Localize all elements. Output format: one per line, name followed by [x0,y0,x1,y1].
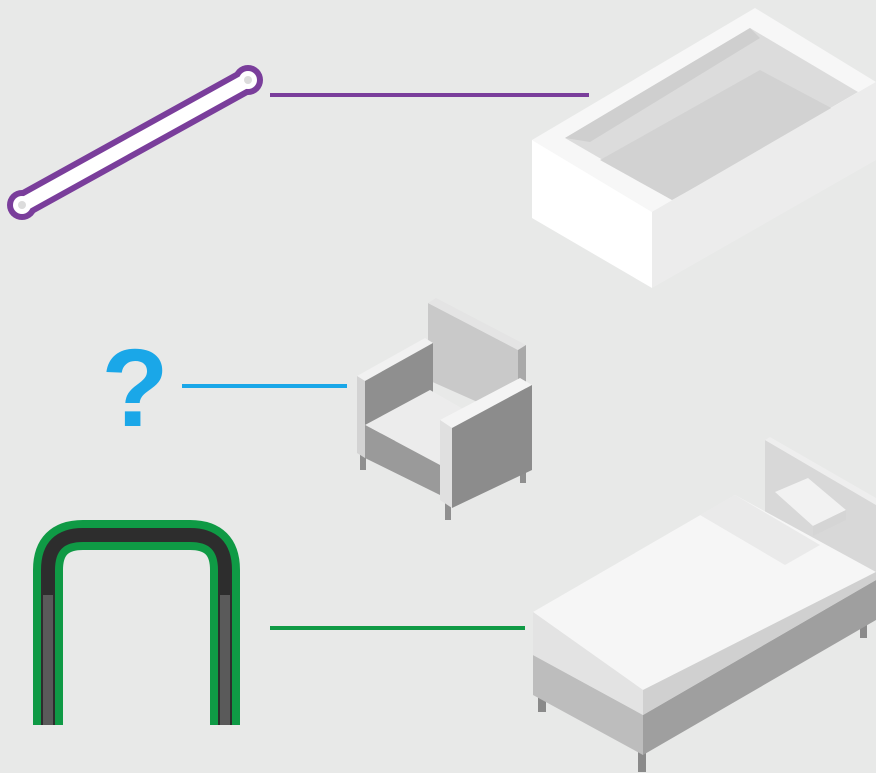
bed-rail-icon [48,535,225,725]
question-mark: ? [101,327,168,450]
bathtub-icon [532,8,876,288]
bed-icon [533,437,876,772]
armchair-icon [357,298,532,520]
grab-bar-icon [7,65,263,220]
